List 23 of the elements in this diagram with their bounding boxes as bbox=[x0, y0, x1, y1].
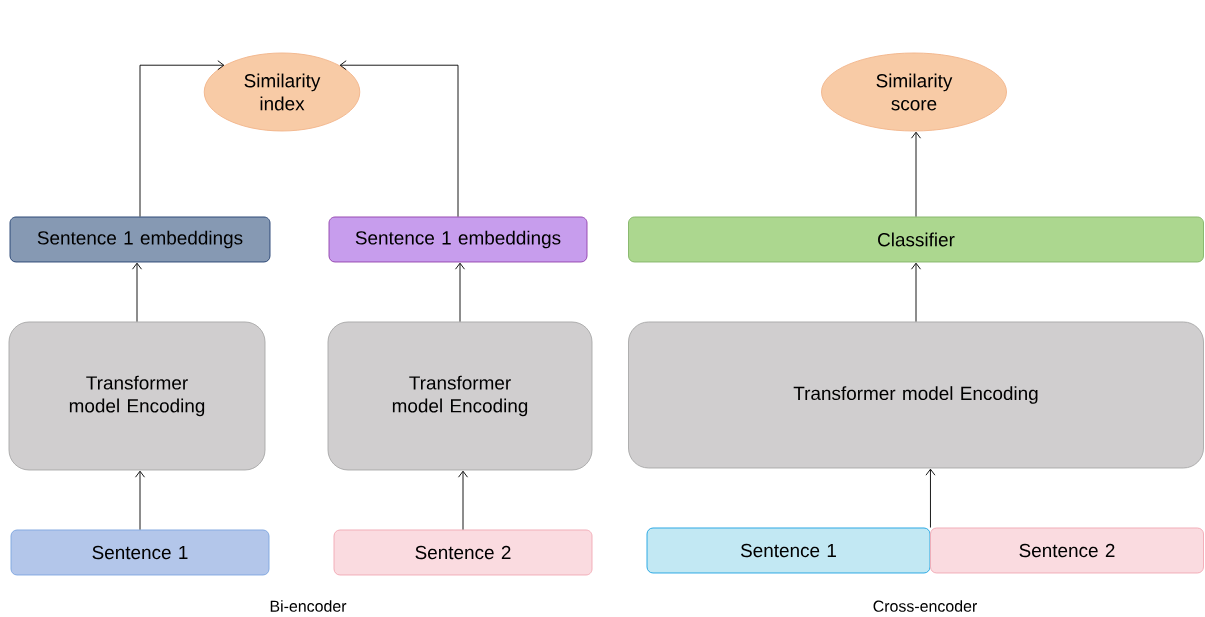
model-box: Transformer model Encoding bbox=[327, 321, 593, 471]
embedding-box: Sentence 1 embeddings bbox=[328, 216, 588, 263]
ellipse-node: Similarity score bbox=[821, 52, 1007, 132]
input-box: Sentence 2 bbox=[930, 527, 1204, 574]
arrow bbox=[339, 60, 459, 217]
ellipse-node: Similarity index bbox=[203, 52, 361, 132]
arrow bbox=[911, 262, 921, 322]
arrow bbox=[132, 262, 142, 322]
input-box: Sentence 1 bbox=[646, 527, 931, 574]
model-box: Transformer model Encoding bbox=[8, 321, 266, 471]
arrow bbox=[135, 470, 145, 530]
panel-caption: Bi-encoder bbox=[270, 600, 347, 612]
classifier-box: Classifier bbox=[628, 216, 1204, 263]
arrow bbox=[911, 131, 921, 217]
embedding-box: Sentence 1 embeddings bbox=[9, 216, 271, 263]
panel-caption: Cross-encoder bbox=[873, 600, 977, 612]
arrow bbox=[139, 60, 225, 217]
arrow bbox=[925, 468, 936, 528]
model-box: Transformer model Encoding bbox=[628, 321, 1204, 469]
arrow bbox=[455, 262, 465, 322]
arrow bbox=[458, 470, 468, 530]
input-box: Sentence 2 bbox=[333, 529, 593, 576]
input-box: Sentence 1 bbox=[10, 529, 270, 576]
